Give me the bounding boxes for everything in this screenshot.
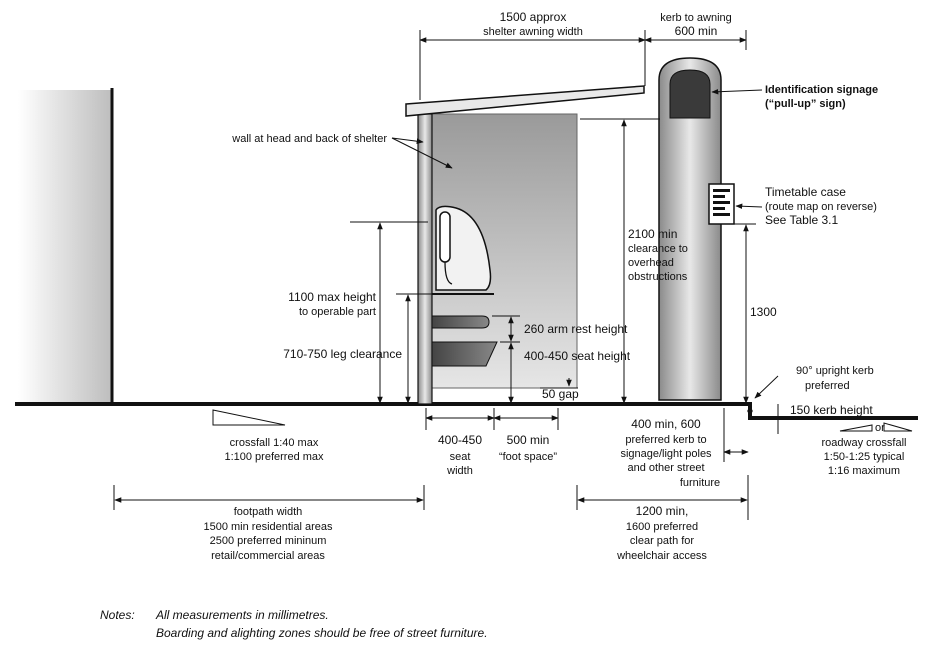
upright-kerb-label-1: 90° upright kerb bbox=[796, 365, 874, 377]
building-wall bbox=[18, 90, 112, 403]
roadway-crossfall-wedge-max bbox=[883, 422, 913, 432]
seat-width-label-2: seat bbox=[450, 451, 471, 463]
shelter-roof bbox=[405, 85, 645, 117]
roadway-crossfall-label-1: roadway crossfall bbox=[822, 437, 907, 449]
operable-height-label-1: 1100 max height bbox=[288, 290, 377, 304]
notes-line-2: Boarding and alighting zones should be f… bbox=[156, 626, 488, 640]
kerb-to-awning-label-1: kerb to awning bbox=[660, 12, 732, 24]
leg-clearance-label: 710-750 leg clearance bbox=[283, 347, 402, 361]
roadway-crossfall-label-3: 1:16 maximum bbox=[828, 465, 900, 477]
foot-space-label-2: “foot space” bbox=[499, 451, 557, 463]
kerb-to-awning-label-2: 600 min bbox=[675, 24, 718, 38]
foot-space-label-1: 500 min bbox=[507, 433, 550, 447]
upright-kerb-label-2: preferred bbox=[805, 380, 850, 392]
notes-heading: Notes: bbox=[100, 608, 135, 622]
seat-width-label-1: 400-450 bbox=[438, 433, 482, 447]
clear-path-label-2: 1600 preferred bbox=[626, 521, 698, 533]
pole-height-label: 1300 bbox=[750, 305, 777, 319]
roadway-crossfall-wedge-typical bbox=[839, 424, 873, 432]
kerb-to-poles-label-5: furniture bbox=[680, 477, 720, 489]
seat bbox=[431, 341, 498, 367]
clearance-label-1: 2100 min bbox=[628, 227, 677, 241]
footpath-width-label-4: retail/commercial areas bbox=[211, 550, 325, 562]
footpath-width-label-2: 1500 min residential areas bbox=[203, 521, 333, 533]
clear-path-label-4: wheelchair access bbox=[616, 550, 707, 562]
arm-rest-label: 260 arm rest height bbox=[524, 322, 628, 336]
arm-rest bbox=[431, 315, 490, 329]
clearance-label-4: obstructions bbox=[628, 271, 688, 283]
kerb-to-poles-label-3: signage/light poles bbox=[620, 448, 712, 460]
kerb-height-label: 150 kerb height bbox=[790, 403, 873, 417]
timetable-case-icon bbox=[708, 183, 735, 225]
seat-height-label: 400-450 seat height bbox=[524, 349, 631, 363]
crossfall-label-2: 1:100 preferred max bbox=[224, 451, 324, 463]
kerb-to-poles-label-2: preferred kerb to bbox=[625, 434, 706, 446]
identification-signage-label: Identification signage bbox=[765, 84, 878, 96]
seat-width-label-3: width bbox=[446, 465, 473, 477]
awning-width-label-1: 1500 approx bbox=[500, 10, 567, 24]
operable-height-label-2: to operable part bbox=[299, 306, 376, 318]
footpath-width-label-3: 2500 preferred mininum bbox=[210, 535, 327, 547]
kerb-to-poles-label-4: and other street bbox=[627, 462, 704, 474]
identification-signage-sub: (“pull-up” sign) bbox=[765, 98, 846, 110]
timetable-case-sub: (route map on reverse) bbox=[765, 201, 877, 213]
signage-pole bbox=[658, 57, 722, 401]
or-label: or bbox=[875, 422, 885, 434]
footpath-ground-line bbox=[15, 402, 918, 420]
timetable-case-label: Timetable case bbox=[765, 185, 846, 199]
notes-line-1: All measurements in millimetres. bbox=[156, 608, 329, 622]
kerb-to-poles-label-1: 400 min, 600 bbox=[631, 417, 701, 431]
clear-path-label-1: 1200 min, bbox=[636, 504, 689, 518]
telephone-icon bbox=[432, 205, 494, 295]
notes: Notes: All measurements in millimetres. B… bbox=[100, 606, 488, 642]
crossfall-label-1: crossfall 1:40 max bbox=[230, 437, 319, 449]
awning-width-label-2: shelter awning width bbox=[483, 26, 583, 38]
pull-up-sign-icon bbox=[669, 69, 711, 119]
roadway-crossfall-label-2: 1:50-1:25 typical bbox=[824, 451, 905, 463]
footpath-width-label-1: footpath width bbox=[234, 506, 303, 518]
clearance-label-3: overhead bbox=[628, 257, 674, 269]
crossfall-wedge bbox=[212, 409, 286, 426]
wall-label: wall at head and back of shelter bbox=[231, 133, 387, 145]
clearance-label-2: clearance to bbox=[628, 243, 688, 255]
clear-path-label-3: clear path for bbox=[630, 535, 695, 547]
timetable-case-ref: See Table 3.1 bbox=[765, 213, 838, 227]
gap-label: 50 gap bbox=[542, 387, 579, 401]
